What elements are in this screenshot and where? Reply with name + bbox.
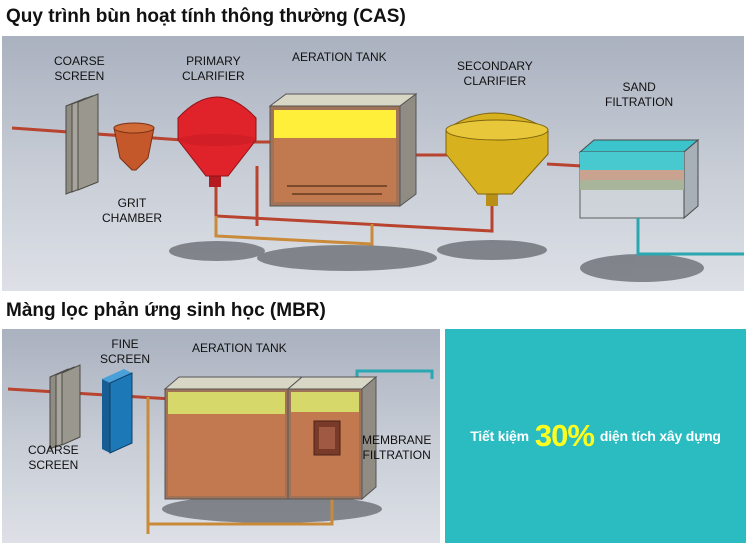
- grit-chamber: [113, 122, 155, 171]
- shadow-aeration: [257, 245, 437, 271]
- label-grit-chamber: GRIT CHAMBER: [102, 196, 163, 225]
- mbr-label-coarse-screen: COARSE SCREEN: [28, 443, 79, 472]
- label-coarse-screen: COARSE SCREEN: [54, 54, 105, 83]
- mbr-label-fine-screen: FINE SCREEN: [100, 337, 151, 366]
- space-saving-callout: Tiết kiệm 30% diện tích xây dựng: [445, 329, 746, 543]
- shadow-primary: [169, 241, 265, 261]
- mbr-diagram-art: [7, 364, 434, 534]
- callout-prefix: Tiết kiệm: [470, 428, 529, 444]
- label-sand-filtration: SAND FILTRATION: [605, 80, 674, 109]
- mbr-aeration-tank: [163, 376, 304, 500]
- aeration-tank: [268, 93, 418, 207]
- cas-diagram: COARSE SCREEN GRIT CHAMBER PRIMARY CLARI…: [2, 36, 744, 291]
- primary-clarifier: [177, 96, 257, 187]
- mbr-title: Màng lọc phản ứng sinh học (MBR): [6, 300, 326, 321]
- shadow-sand: [580, 254, 704, 282]
- label-aeration-tank: AERATION TANK: [292, 50, 387, 64]
- pipe-air-supply: [214, 216, 374, 246]
- mbr-coarse-screen: [49, 364, 81, 450]
- label-secondary-clarifier: SECONDARY CLARIFIER: [457, 59, 533, 88]
- sand-filtration: [578, 138, 744, 256]
- shadow-mbr-tank: [162, 495, 382, 523]
- mbr-membrane-tank: [286, 375, 378, 501]
- pipe-sludge-return: [214, 186, 494, 233]
- mbr-pipe-effluent: [355, 369, 434, 381]
- coarse-screen: [65, 93, 99, 195]
- mbr-label-membrane-filtration: MEMBRANE FILTRATION: [362, 433, 432, 462]
- secondary-clarifier: [445, 112, 549, 206]
- label-primary-clarifier: PRIMARY CLARIFIER: [182, 54, 245, 83]
- mbr-fine-screen: [102, 369, 133, 454]
- callout-highlight: 30%: [534, 418, 595, 453]
- mbr-pipe-influent: [7, 387, 173, 401]
- cas-diagram-art: [11, 93, 744, 282]
- mbr-pipe-return: [148, 499, 334, 526]
- mbr-label-aeration-tank: AERATION TANK: [192, 341, 287, 355]
- callout-suffix: diện tích xây dựng: [599, 428, 721, 444]
- shadow-secondary: [437, 240, 547, 260]
- mbr-diagram: FINE SCREEN AERATION TANK COARSE SCREEN …: [2, 329, 440, 543]
- pipe-secondary-to-sand: [546, 162, 583, 168]
- cas-title: Quy trình bùn hoạt tính thông thường (CA…: [6, 6, 406, 27]
